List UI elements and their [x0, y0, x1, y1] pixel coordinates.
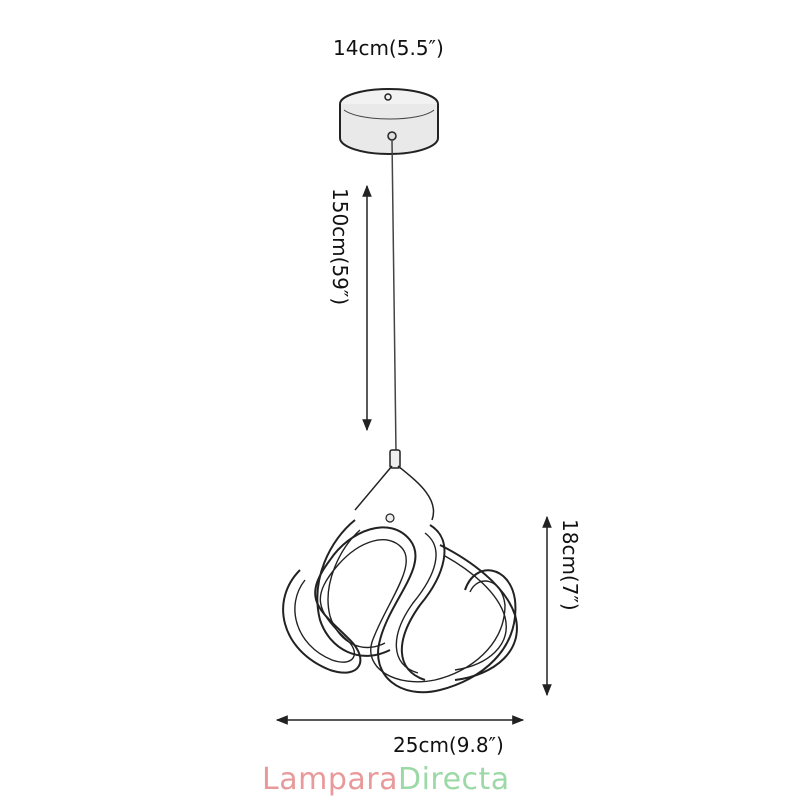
lamp-height-label: 18cm(7″) — [558, 519, 582, 611]
watermark-part-2: Directa — [397, 762, 510, 797]
ceiling-canopy-icon — [339, 88, 439, 155]
cable-length-label: 150cm(59″) — [328, 188, 352, 306]
canopy-width-label: 14cm(5.5″) — [333, 36, 444, 60]
watermark-part-1: Lampara — [262, 762, 398, 797]
pendant-lamp-icon — [282, 449, 518, 694]
suspension-cable — [391, 139, 397, 453]
brand-watermark: LamparaDirecta — [262, 762, 510, 797]
lamp-width-label: 25cm(9.8″) — [393, 733, 504, 757]
